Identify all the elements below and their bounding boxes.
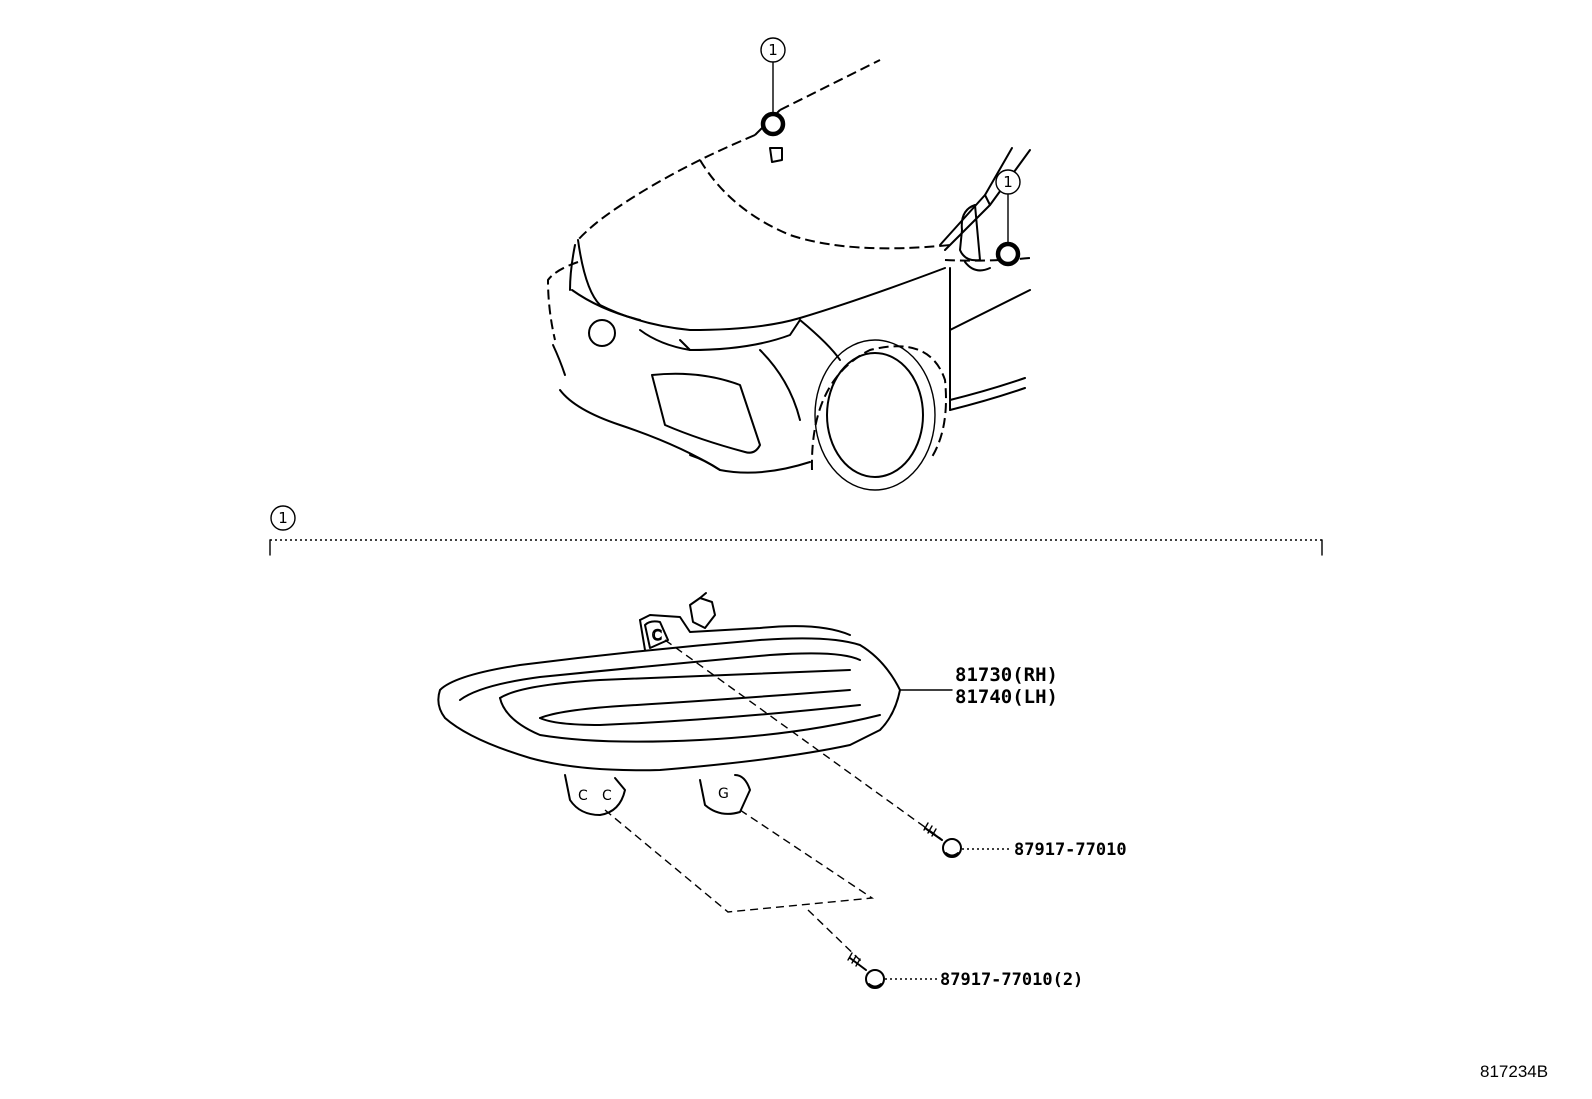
- label-screw-lower: 87917-77010(2): [885, 970, 1083, 990]
- svg-text:C: C: [652, 628, 662, 644]
- section-bracket: 1: [269, 505, 1323, 556]
- part-number-screw-upper: 87917-77010: [1014, 840, 1127, 860]
- callout-top-number: 1: [768, 41, 778, 59]
- svg-text:G: G: [718, 786, 729, 802]
- screw-upper: [923, 822, 962, 858]
- section-number: 1: [278, 509, 288, 527]
- part-number-screw-lower: 87917-77010(2): [940, 970, 1083, 990]
- callout-side: 1: [995, 169, 1021, 267]
- side-lamp-assembly: C C C G: [437, 592, 901, 816]
- diagram-reference-code: 817234B: [1480, 1062, 1548, 1081]
- location-marker-top: [760, 111, 786, 137]
- svg-text:C: C: [602, 788, 612, 804]
- assembly-guide-lines: [604, 639, 941, 963]
- label-lamp: 81730(RH) 81740(LH): [899, 664, 1058, 708]
- label-screw-upper: 87917-77010: [962, 840, 1127, 860]
- part-number-rh: 81730(RH): [955, 664, 1058, 686]
- part-number-lh: 81740(LH): [955, 686, 1058, 708]
- svg-text:C: C: [578, 788, 588, 804]
- callout-top: 1: [760, 37, 786, 137]
- location-marker-side: [995, 241, 1021, 267]
- screw-lower: [847, 952, 885, 989]
- callout-side-number: 1: [1003, 173, 1013, 191]
- vehicle-front-view: [546, 59, 1031, 491]
